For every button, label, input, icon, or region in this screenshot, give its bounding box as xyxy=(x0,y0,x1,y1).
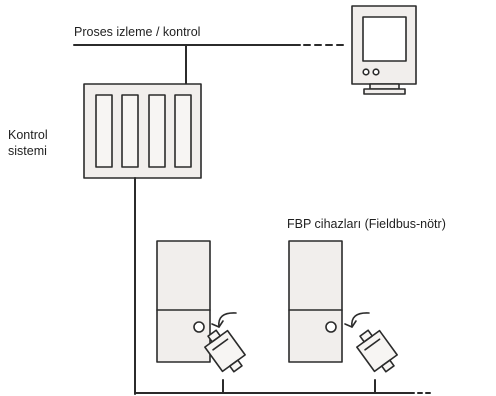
fbp-devices-label: FBP cihazları (Fieldbus-nötr) xyxy=(287,217,446,231)
control-system-label-line1: Kontrol xyxy=(8,128,48,142)
process-bus xyxy=(73,44,347,85)
control-system-label-line2: sistemi xyxy=(8,144,47,158)
process-monitoring-label: Proses izleme / kontrol xyxy=(74,25,201,39)
fieldbus-plug-1 xyxy=(204,329,246,373)
control-system-rack xyxy=(83,83,202,179)
field-device-1 xyxy=(156,240,237,363)
field-device-2 xyxy=(288,240,370,363)
fieldbus-plug-2 xyxy=(356,329,398,373)
monitor-icon xyxy=(351,5,417,95)
fieldbus-line xyxy=(134,177,433,395)
